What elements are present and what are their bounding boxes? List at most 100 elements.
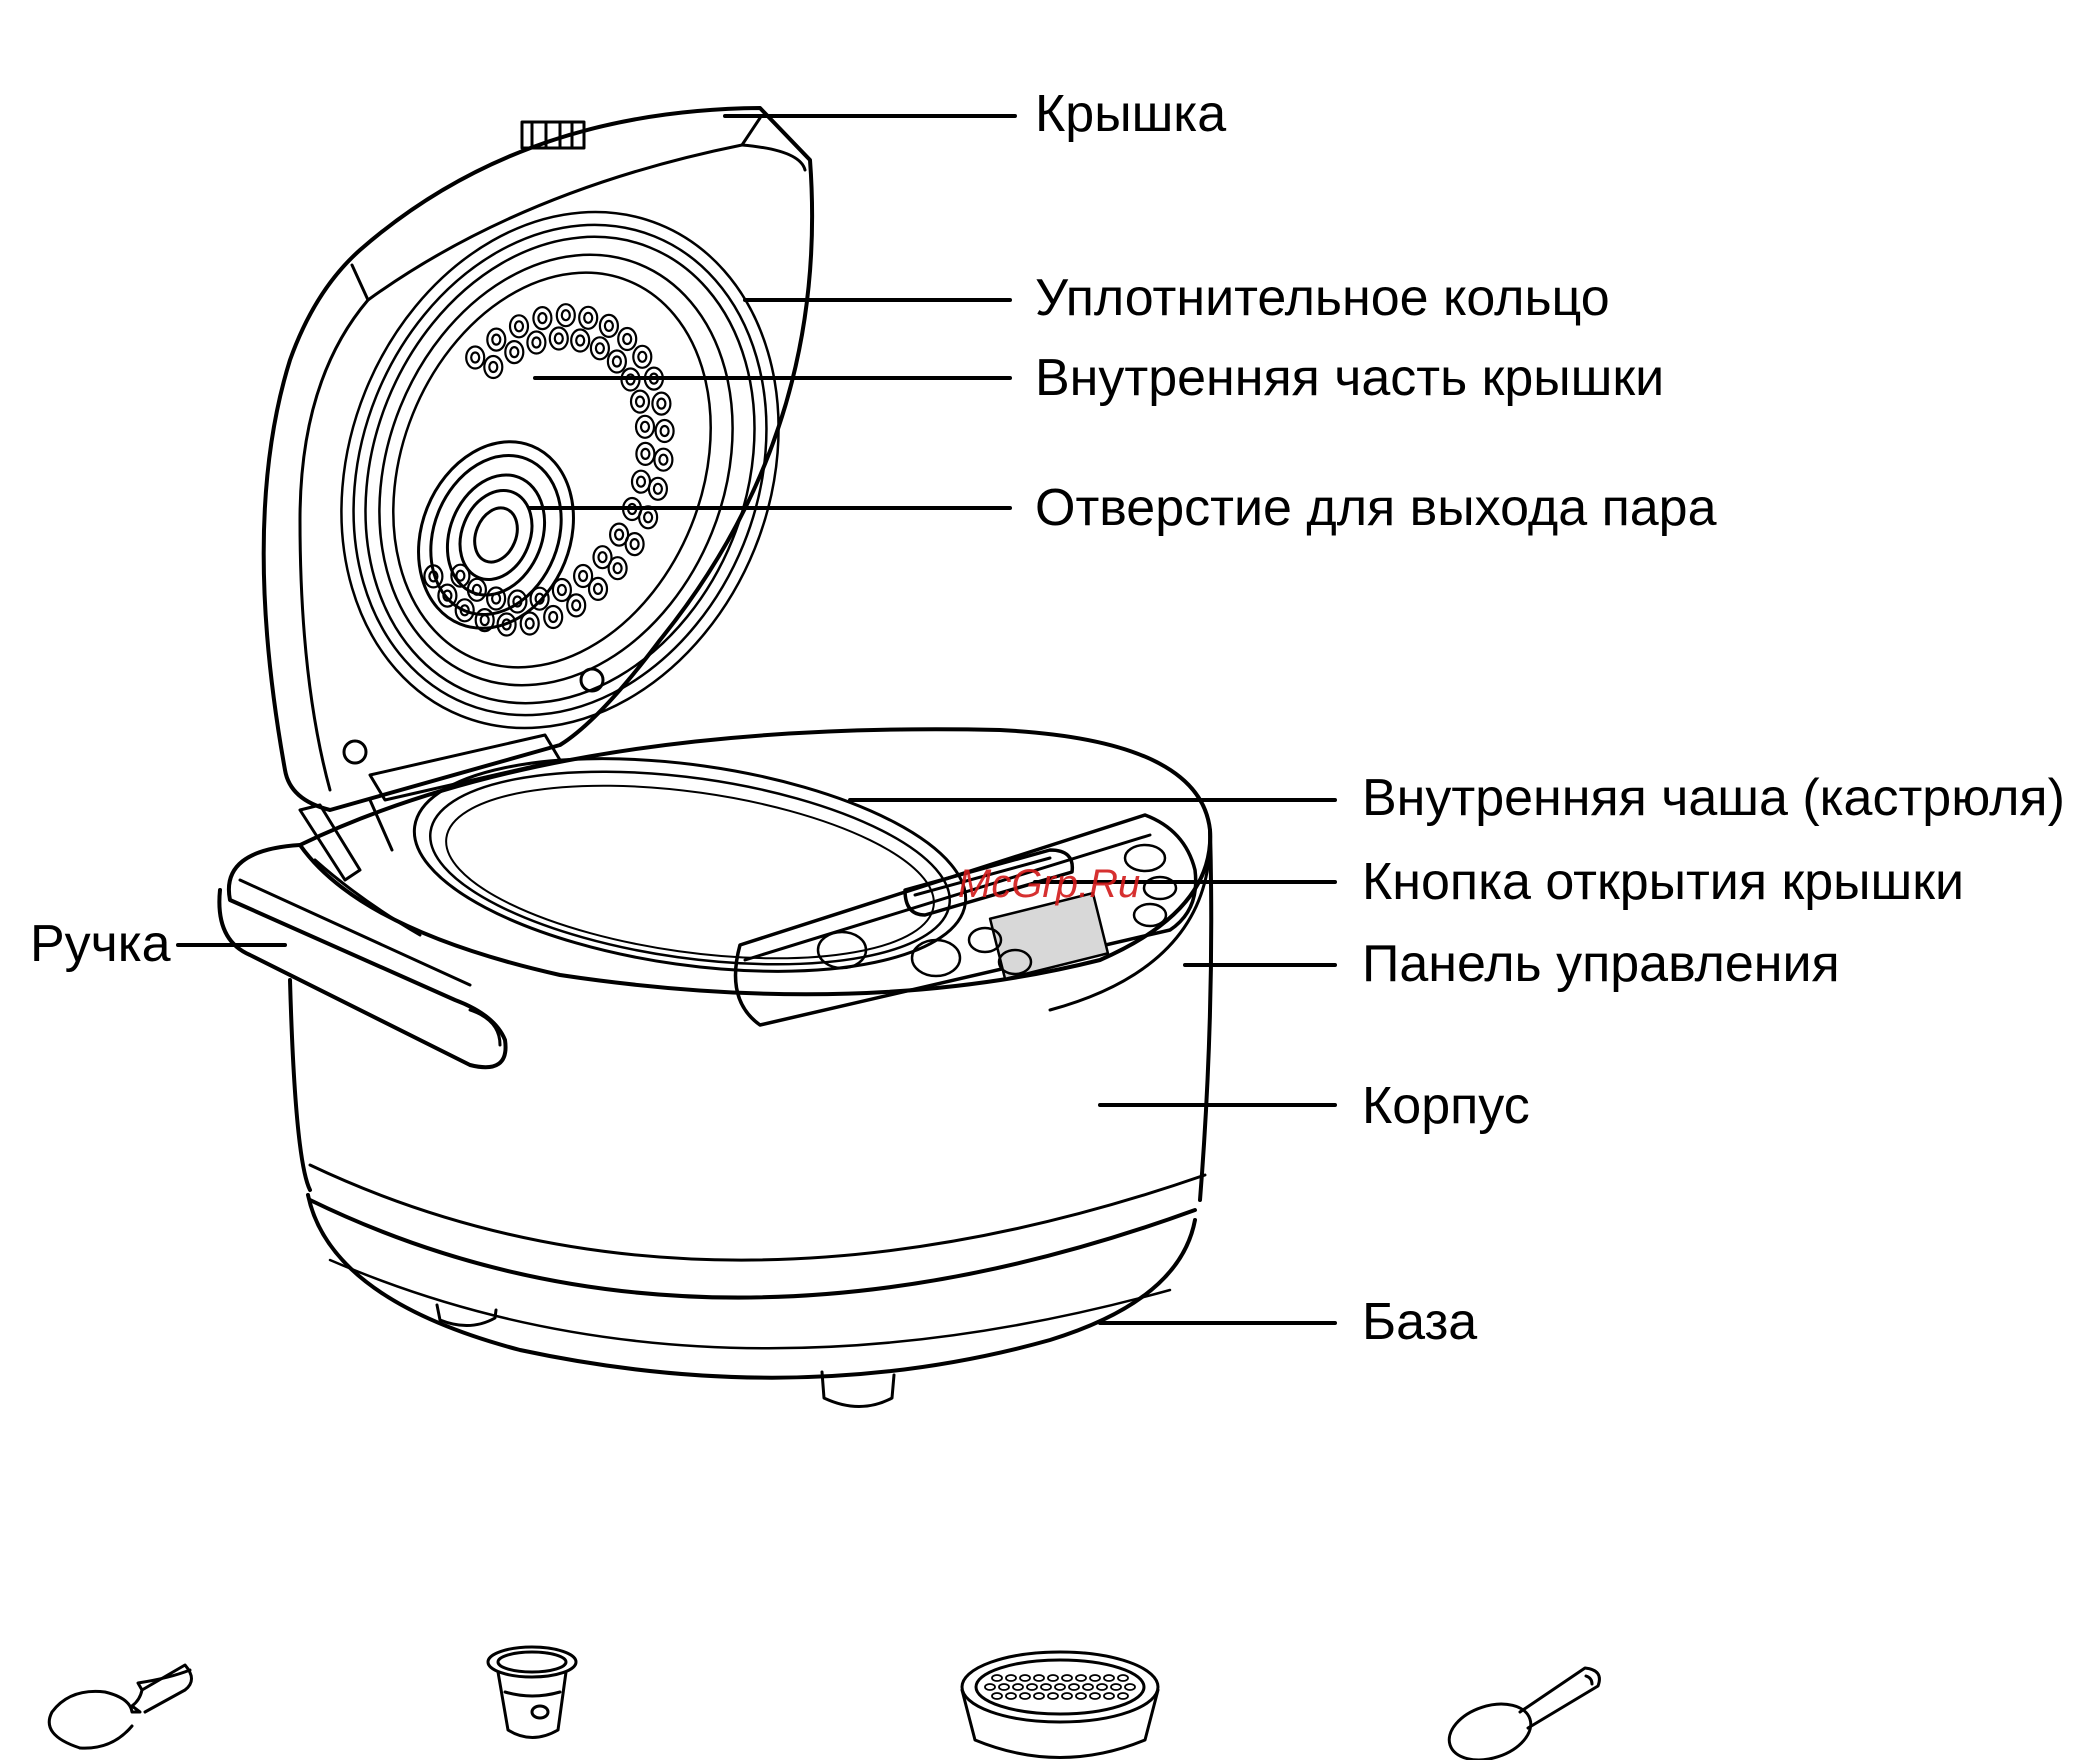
basket-hole bbox=[1006, 1675, 1016, 1681]
steam-hole-inner bbox=[614, 563, 622, 573]
basket-hole bbox=[1097, 1684, 1107, 1690]
label-handle: Ручка bbox=[30, 918, 171, 970]
basket-hole bbox=[1048, 1693, 1058, 1699]
label-sealing-ring: Уплотнительное кольцо bbox=[1035, 272, 1610, 324]
steam-hole-inner bbox=[631, 539, 639, 549]
steam-hole bbox=[505, 341, 523, 363]
watermark-text: McGrp.Ru bbox=[958, 862, 1140, 907]
steam-hole bbox=[654, 449, 672, 471]
steam-hole-inner bbox=[562, 310, 570, 320]
basket-hole bbox=[1090, 1675, 1100, 1681]
steam-hole-inner bbox=[615, 530, 623, 540]
steam-hole-inner bbox=[576, 336, 584, 346]
panel-button bbox=[912, 940, 960, 976]
steam-hole-inner bbox=[654, 484, 662, 494]
basket-hole bbox=[1027, 1684, 1037, 1690]
steam-hole bbox=[610, 524, 628, 546]
steam-hole-inner bbox=[641, 422, 649, 432]
basket-hole bbox=[1062, 1693, 1072, 1699]
label-base: База bbox=[1362, 1296, 1477, 1348]
steam-hole bbox=[591, 337, 609, 359]
basket-hole bbox=[1013, 1684, 1023, 1690]
steam-hole-inner bbox=[572, 600, 580, 610]
basket-hole bbox=[1020, 1675, 1030, 1681]
label-lid-button: Кнопка открытия крышки bbox=[1362, 856, 1964, 908]
inner-pot bbox=[401, 727, 979, 1002]
basket-hole bbox=[1034, 1675, 1044, 1681]
steam-hole-inner bbox=[599, 552, 607, 562]
steam-hole bbox=[652, 393, 670, 415]
basket-hole bbox=[1118, 1693, 1128, 1699]
steam-hole bbox=[527, 332, 545, 354]
steam-hole bbox=[579, 307, 597, 329]
panel-button bbox=[818, 932, 866, 968]
steam-hole bbox=[484, 356, 502, 378]
steam-hole-inner bbox=[623, 334, 631, 344]
steam-hole-inner bbox=[613, 357, 621, 367]
basket-hole bbox=[1104, 1693, 1114, 1699]
steam-hole-inner bbox=[510, 347, 518, 357]
steam-hole bbox=[487, 329, 505, 351]
label-lid: Крышка bbox=[1035, 88, 1226, 140]
basket-hole bbox=[1048, 1675, 1058, 1681]
label-inner-lid: Внутренняя часть крышки bbox=[1035, 352, 1664, 404]
rice-spoon bbox=[49, 1665, 191, 1748]
basket-hole bbox=[1125, 1684, 1135, 1690]
steam-hole bbox=[600, 315, 618, 337]
steam-hole-inner bbox=[636, 397, 644, 407]
steam-hole bbox=[567, 594, 585, 616]
basket-hole bbox=[985, 1684, 995, 1690]
steam-hole-inner bbox=[657, 399, 665, 409]
basket-hole bbox=[992, 1675, 1002, 1681]
steam-hole bbox=[632, 471, 650, 493]
basket-hole bbox=[1055, 1684, 1065, 1690]
steam-hole-inner bbox=[644, 512, 652, 522]
steam-hole bbox=[633, 346, 651, 368]
basket-hole bbox=[1104, 1675, 1114, 1681]
panel-button bbox=[1134, 904, 1166, 926]
steam-hole bbox=[510, 315, 528, 337]
basket-hole bbox=[1118, 1675, 1128, 1681]
steam-hole bbox=[466, 347, 484, 369]
handle bbox=[219, 845, 505, 1067]
steam-hole-inner bbox=[471, 353, 479, 363]
basket-hole bbox=[1076, 1693, 1086, 1699]
basket-hole bbox=[1034, 1693, 1044, 1699]
basket-hole bbox=[1076, 1675, 1086, 1681]
lid-hinge-hole-left bbox=[344, 741, 366, 763]
label-steam-vent: Отверстие для выхода пара bbox=[1035, 482, 1716, 534]
steam-hole-inner bbox=[579, 571, 587, 581]
steam-hole-inner bbox=[638, 352, 646, 362]
steam-hole bbox=[618, 328, 636, 350]
steam-hole-inner bbox=[492, 335, 500, 345]
steam-hole-inner bbox=[558, 585, 566, 595]
steam-hole-inner bbox=[659, 455, 667, 465]
basket-hole bbox=[1020, 1693, 1030, 1699]
steam-hole bbox=[557, 304, 575, 326]
steam-hole bbox=[574, 565, 592, 587]
steam-hole bbox=[533, 307, 551, 329]
steam-hole-inner bbox=[489, 362, 497, 372]
label-body: Корпус bbox=[1362, 1080, 1530, 1132]
steam-hole bbox=[550, 328, 568, 350]
steam-hole-inner bbox=[555, 334, 563, 344]
steam-hole bbox=[636, 443, 654, 465]
steam-hole bbox=[608, 351, 626, 373]
steam-hole-inner bbox=[481, 615, 489, 625]
basket-hole bbox=[1111, 1684, 1121, 1690]
basket-hole bbox=[1006, 1693, 1016, 1699]
label-inner-pot: Внутренняя чаша (кастрюля) bbox=[1362, 772, 2065, 824]
steam-hole bbox=[468, 579, 486, 601]
basket-hole bbox=[999, 1684, 1009, 1690]
steam-hole bbox=[508, 591, 526, 613]
steam-hole bbox=[631, 391, 649, 413]
steam-hole-inner bbox=[594, 584, 602, 594]
measuring-cup bbox=[488, 1647, 576, 1738]
steam-hole bbox=[656, 420, 674, 442]
steam-hole-inner bbox=[538, 313, 546, 323]
steam-hole bbox=[594, 546, 612, 568]
steam-hole-inner bbox=[515, 321, 523, 331]
steam-hole-inner bbox=[526, 619, 534, 629]
steam-hole bbox=[636, 416, 654, 438]
